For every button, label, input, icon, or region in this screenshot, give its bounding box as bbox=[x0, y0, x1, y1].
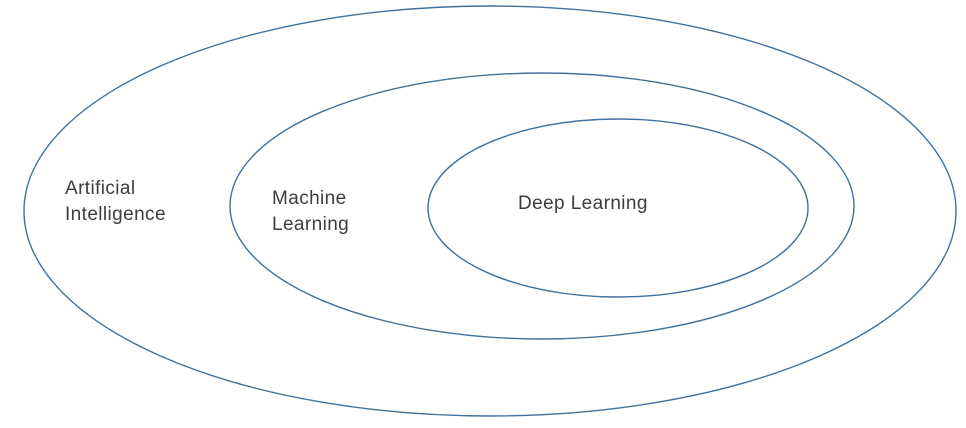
label-artificial-intelligence: Artificial Intelligence bbox=[65, 178, 166, 225]
label-machine-learning: Machine Learning bbox=[272, 188, 350, 235]
ellipse-machine-learning bbox=[229, 72, 855, 340]
ellipse-deep-learning bbox=[427, 118, 809, 298]
ellipse-artificial-intelligence bbox=[23, 5, 957, 417]
label-deep-learning: Deep Learning bbox=[518, 193, 648, 214]
